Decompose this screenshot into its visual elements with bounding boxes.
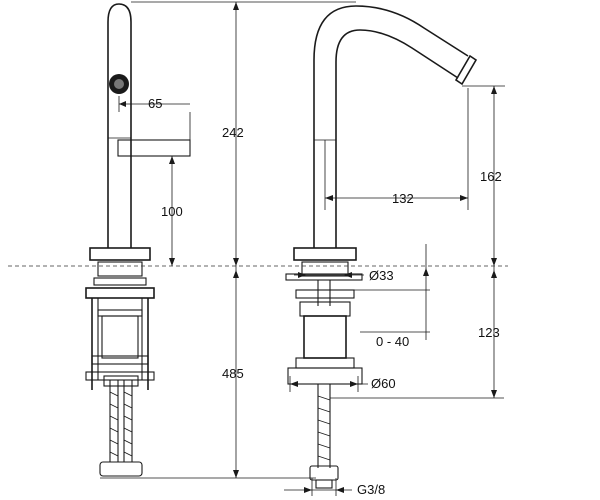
dim-diameter-33: Ø33 — [369, 268, 394, 283]
dim-100: 100 — [161, 204, 183, 219]
lever-handle — [117, 139, 191, 157]
reference-lines — [8, 1, 508, 479]
dim-485: 485 — [222, 366, 244, 381]
dim-65: 65 — [148, 96, 162, 111]
dim-diameter-60: Ø60 — [371, 376, 396, 391]
mounting-frame-side — [85, 287, 155, 390]
dim-132: 132 — [392, 191, 414, 206]
dim-242: 242 — [222, 125, 244, 140]
dim-242-group: 242 — [222, 2, 244, 266]
side-view: 65 100 — [85, 3, 191, 477]
supply-hose-front — [309, 384, 339, 489]
cartridge-body — [303, 315, 347, 359]
dim-485-group: 485 — [222, 266, 244, 478]
dim-162: 162 — [480, 169, 502, 184]
base-plate-front — [293, 247, 357, 261]
front-view: 132 162 Ø33 0 - 40 123 Ø60 — [284, 5, 505, 497]
supply-hoses-side — [99, 375, 143, 477]
dim-0-40: 0 - 40 — [376, 334, 409, 349]
dim-123: 123 — [478, 325, 500, 340]
base-plate-side — [89, 247, 151, 261]
aerator-front — [454, 54, 478, 86]
dim-g38: G3/8 — [357, 482, 385, 497]
